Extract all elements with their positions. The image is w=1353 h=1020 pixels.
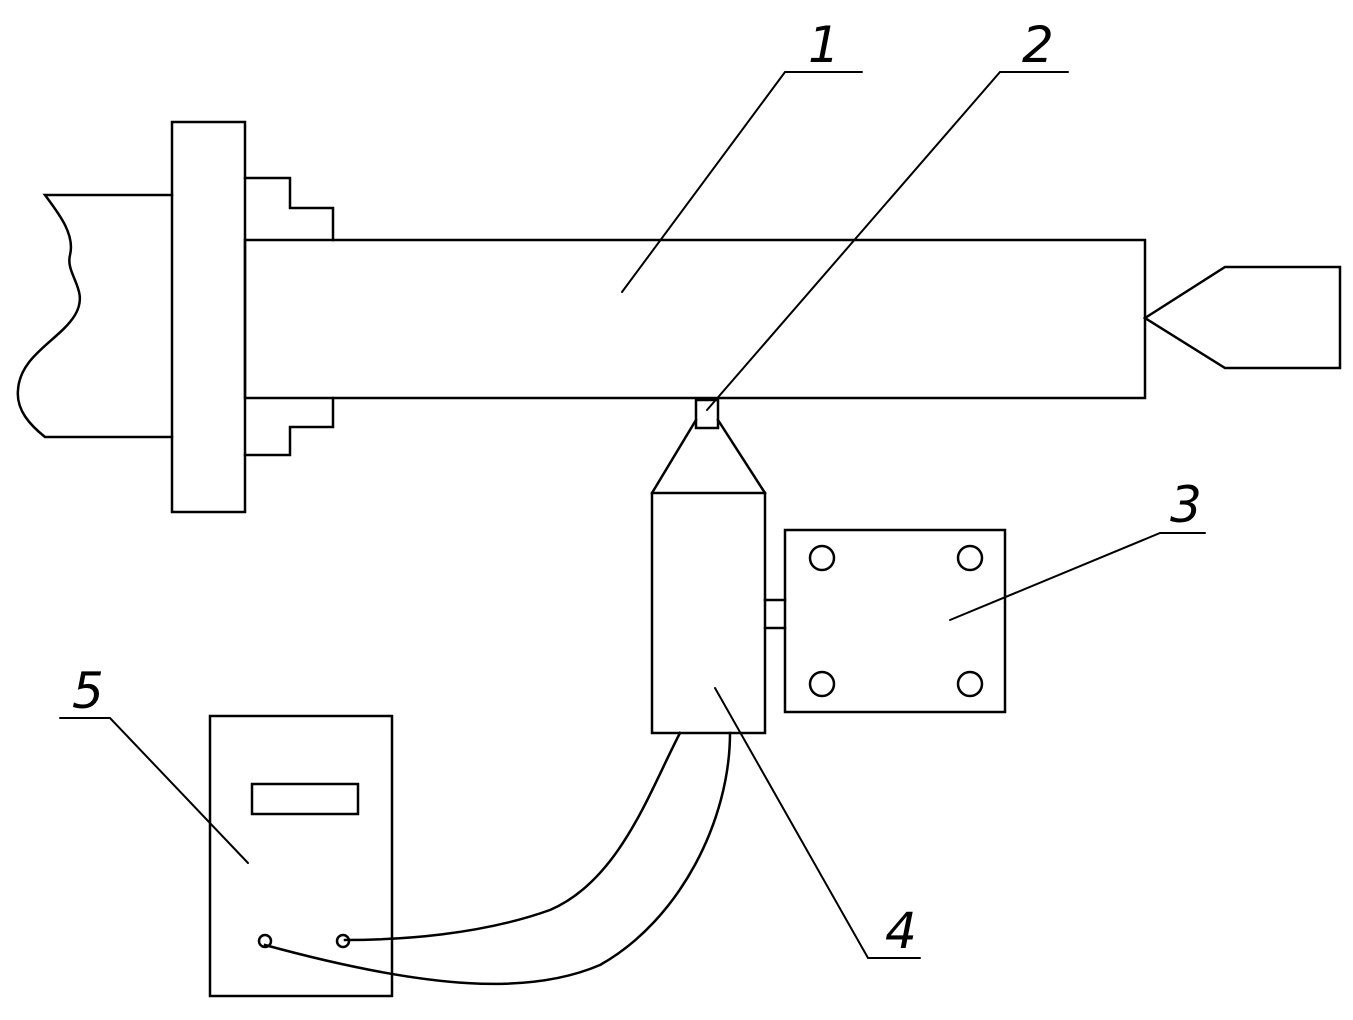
leader-line-3: [949, 532, 1206, 621]
instrument-display: [250, 782, 360, 816]
leader-line-1: [621, 71, 863, 293]
spindle-housing: [16, 193, 174, 439]
bolt-hole-top-right: [956, 544, 984, 572]
leader-line-4: [714, 687, 921, 959]
measuring-instrument: [208, 714, 394, 998]
sensor-connector: [763, 598, 787, 630]
sensor-body: [650, 491, 767, 735]
signal-cable-2: [263, 731, 732, 986]
sensor-probe-tip: [694, 398, 720, 430]
workpiece-shaft: [243, 238, 1147, 400]
flange-plate: [170, 120, 247, 514]
label-part-3: 3: [1170, 476, 1202, 534]
bolt-hole-bottom-left: [808, 670, 836, 698]
bolt-hole-top-left: [808, 544, 836, 572]
chuck-jaw-lower: [243, 396, 335, 457]
bolt-hole-bottom-right: [956, 670, 984, 698]
chuck-jaw-upper: [243, 176, 335, 242]
tailstock-center: [1142, 265, 1342, 370]
instrument-terminal-right: [335, 933, 351, 949]
signal-cable-1: [343, 731, 682, 942]
label-part-2: 2: [1022, 16, 1054, 74]
label-part-5: 5: [72, 662, 104, 720]
instrument-terminal-left: [257, 933, 273, 949]
leader-line-2: [706, 71, 1069, 411]
mounting-plate: [783, 528, 1007, 714]
label-part-1: 1: [808, 16, 840, 74]
label-part-4: 4: [885, 902, 917, 960]
probe-cone: [650, 418, 767, 495]
leader-line-5: [59, 717, 249, 864]
